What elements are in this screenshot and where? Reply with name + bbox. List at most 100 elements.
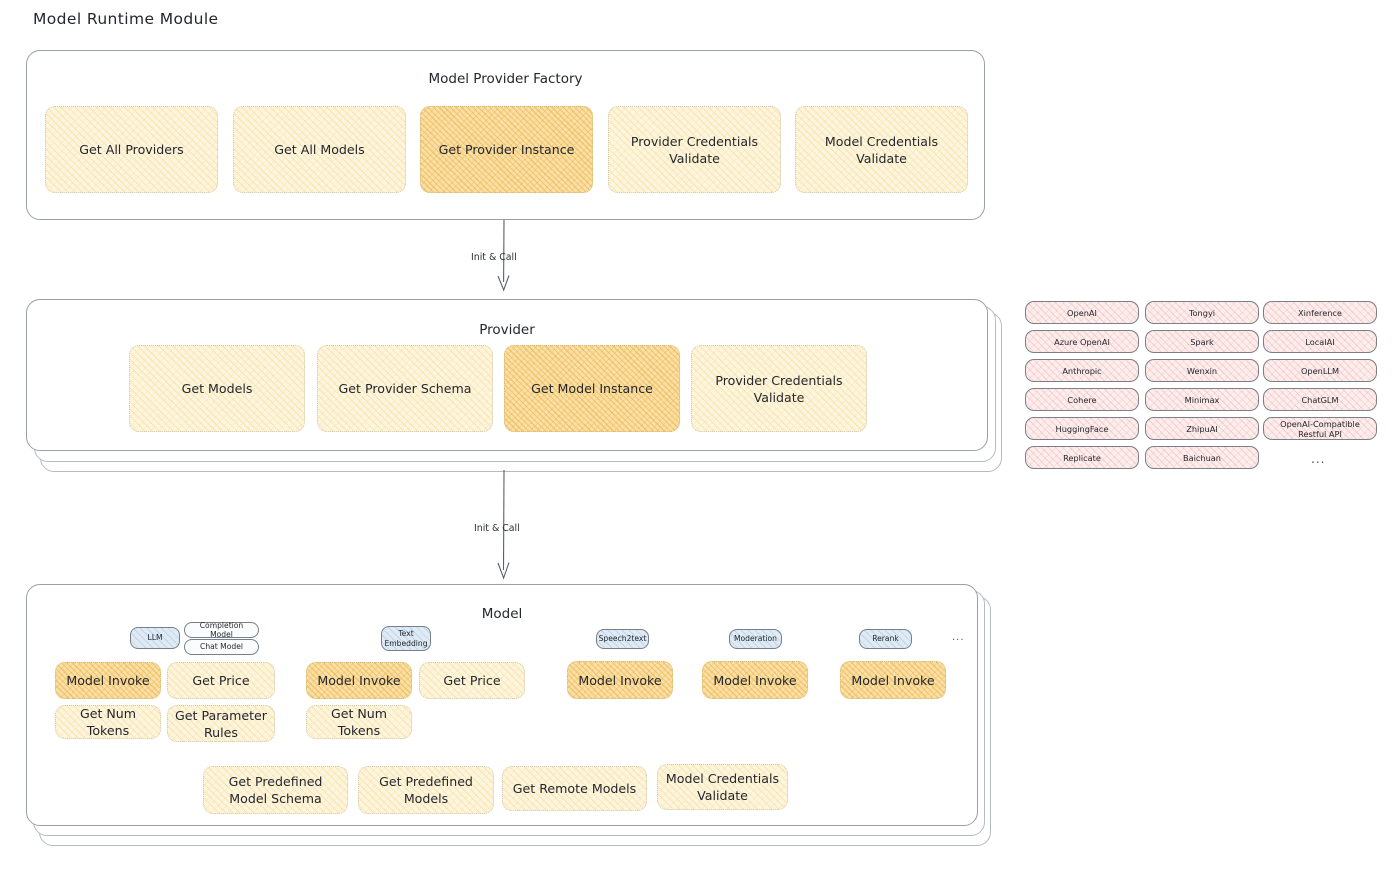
model-types-more: ... [952,632,965,643]
llm-method-get-price[interactable]: Get Price [167,662,275,699]
provider-chip-label: Spark [1190,336,1214,347]
provider-chip-label: Replicate [1063,452,1101,463]
arrow-label-init-and-call-2: Init & Call [474,523,520,534]
model-common-get-remote-models[interactable]: Get Remote Models [502,766,647,811]
provider-chip-label: Wenxin [1186,365,1218,376]
model-common-model-credentials-validate[interactable]: Model Credentials Validate [657,764,788,810]
model-type-badge-llm[interactable]: LLM [130,627,180,649]
provider-card-label: Get Models [181,381,253,396]
factory-card-label: Get Provider Instance [438,142,575,157]
model-type-label: LLM [147,633,163,643]
speech2text-method-model-invoke[interactable]: Model Invoke [567,661,673,699]
text-embedding-method-get-num-tokens[interactable]: Get Num Tokens [306,705,412,739]
factory-card-label: Get All Providers [79,142,184,157]
provider-chip-label: Tongyi [1188,307,1216,318]
method-label: Model Invoke [713,672,797,688]
model-subtype-badge-completion-model[interactable]: Completion Model [184,620,259,639]
method-label: Get Remote Models [512,781,637,796]
model-type-badge-rerank[interactable]: Rerank [859,629,912,649]
method-label: Get Num Tokens [330,706,388,738]
provider-card-label: Provider Credentials Validate [715,372,843,405]
provider-chip-label: Azure OpenAI [1054,336,1110,347]
llm-method-get-parameter-rules[interactable]: Get Parameter Rules [167,705,275,742]
provider-chip-minimax[interactable]: Minimax [1145,388,1259,411]
provider-card-label: Get Provider Schema [338,381,472,396]
provider-chip-baichuan[interactable]: Baichuan [1145,446,1259,469]
factory-card-get-all-providers[interactable]: Get All Providers [45,106,218,193]
provider-chip-label: HuggingFace [1055,423,1109,434]
model-subtype-label: Chat Model [200,642,243,652]
provider-chip-chatglm[interactable]: ChatGLM [1263,388,1377,411]
factory-card-provider-credentials-validate[interactable]: Provider Credentials Validate [608,106,781,193]
provider-chip-cohere[interactable]: Cohere [1025,388,1139,411]
provider-chip-label: ChatGLM [1301,394,1339,405]
llm-method-get-num-tokens[interactable]: Get Num Tokens [55,705,161,739]
text-embedding-method-get-price[interactable]: Get Price [419,662,525,699]
method-label: Model Invoke [578,672,662,688]
model-common-get-predefined-models[interactable]: Get Predefined Models [358,766,494,814]
provider-chip-label: Baichuan [1183,452,1221,463]
factory-card-get-provider-instance[interactable]: Get Provider Instance [420,106,593,193]
method-label: Get Price [443,673,501,688]
page-title: Model Runtime Module [33,10,219,28]
method-label: Model Invoke [66,673,150,688]
provider-chip-anthropic[interactable]: Anthropic [1025,359,1139,382]
llm-method-model-invoke[interactable]: Model Invoke [55,662,161,699]
provider-chip-label: LocalAI [1305,336,1335,347]
arrow-label-init-and-call-1: Init & Call [471,252,517,263]
provider-card-get-models[interactable]: Get Models [129,345,305,432]
provider-chip-openllm[interactable]: OpenLLM [1263,359,1377,382]
provider-chip-xinference[interactable]: Xinference [1263,301,1377,324]
factory-card-model-credentials-validate[interactable]: Model Credentials Validate [795,106,968,193]
provider-card-label: Get Model Instance [531,381,653,396]
factory-card-label: Get All Models [274,142,365,157]
provider-chip-label: ZhipuAI [1186,423,1218,434]
method-label: Model Invoke [851,672,935,688]
provider-card-get-provider-schema[interactable]: Get Provider Schema [317,345,493,432]
factory-card-label: Provider Credentials Validate [630,133,759,166]
provider-chip-wenxin[interactable]: Wenxin [1145,359,1259,382]
provider-chip-label: Cohere [1067,394,1097,405]
method-label: Model Credentials Validate [665,771,780,803]
method-label: Get Price [192,673,250,688]
model-type-badge-speech2text[interactable]: Speech2text [596,629,649,649]
provider-chip-openai[interactable]: OpenAI [1025,301,1139,324]
model-type-label: Rerank [872,634,899,644]
provider-chip-azure-openai[interactable]: Azure OpenAI [1025,330,1139,353]
method-label: Get Predefined Models [379,774,473,806]
provider-chip-spark[interactable]: Spark [1145,330,1259,353]
model-type-label: Text Embedding [384,629,428,648]
model-type-label: Moderation [733,634,777,644]
model-subtype-label: Completion Model [199,620,244,639]
rerank-method-model-invoke[interactable]: Model Invoke [840,661,946,699]
factory-card-get-all-models[interactable]: Get All Models [233,106,406,193]
provider-chip-zhipuai[interactable]: ZhipuAI [1145,417,1259,440]
provider-card-provider-credentials-validate[interactable]: Provider Credentials Validate [691,345,867,432]
method-label: Get Parameter Rules [175,707,267,740]
provider-chip-openai-compatible-restful-api[interactable]: OpenAI-Compatible Restful API [1263,417,1377,440]
method-label: Model Invoke [317,673,401,688]
moderation-method-model-invoke[interactable]: Model Invoke [702,661,808,699]
provider-chip-label: OpenLLM [1300,365,1340,376]
provider-chip-label: OpenAI [1067,307,1097,318]
provider-card-get-model-instance[interactable]: Get Model Instance [504,345,680,432]
model-subtype-badge-chat-model[interactable]: Chat Model [184,639,259,655]
arrow-provider-to-model [497,470,510,580]
text-embedding-method-model-invoke[interactable]: Model Invoke [306,662,412,699]
provider-chip-localai[interactable]: LocalAI [1263,330,1377,353]
provider-chip-huggingface[interactable]: HuggingFace [1025,417,1139,440]
provider-chip-label: OpenAI-Compatible Restful API [1280,418,1360,439]
model-type-badge-moderation[interactable]: Moderation [729,629,782,649]
model-provider-factory-title: Model Provider Factory [428,71,583,87]
model-type-badge-text-embedding[interactable]: Text Embedding [381,626,431,651]
provider-chip-label: Anthropic [1062,365,1102,376]
model-title: Model [481,606,523,622]
provider-list-more: ... [1311,452,1326,466]
model-common-get-predefined-model-schema[interactable]: Get Predefined Model Schema [203,766,348,814]
method-label: Get Num Tokens [79,706,137,738]
provider-chip-tongyi[interactable]: Tongyi [1145,301,1259,324]
provider-chip-label: Xinference [1298,307,1342,318]
provider-chip-replicate[interactable]: Replicate [1025,446,1139,469]
factory-card-label: Model Credentials Validate [824,133,939,166]
